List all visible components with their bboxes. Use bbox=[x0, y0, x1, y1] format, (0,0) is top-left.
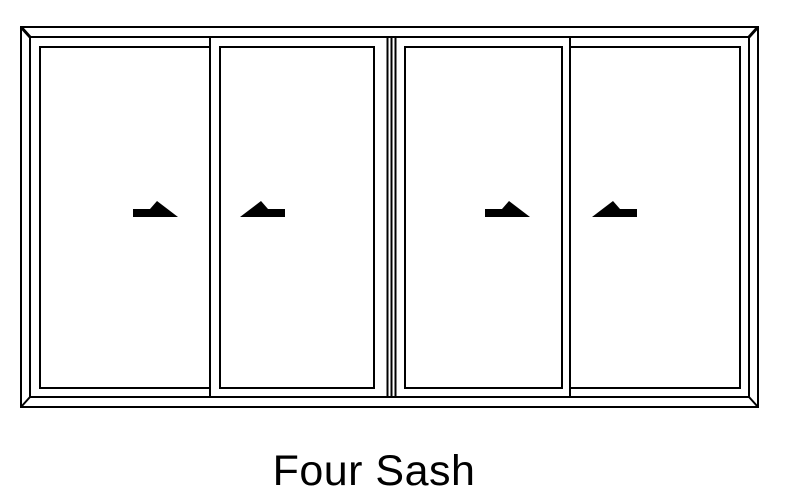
sash-panel-1 bbox=[39, 46, 211, 389]
sash-panel-2 bbox=[219, 46, 375, 389]
diagram-title: Four Sash bbox=[272, 447, 476, 495]
window-outer-frame bbox=[19, 25, 760, 408]
slide-arrow-left-icon bbox=[240, 201, 285, 217]
sash-panel-4 bbox=[569, 46, 741, 389]
center-mullion bbox=[386, 37, 397, 397]
sash-panel-3 bbox=[404, 46, 563, 389]
slide-arrow-right-icon bbox=[133, 201, 178, 217]
miter-bottom-left bbox=[20, 396, 31, 408]
miter-bottom-right bbox=[748, 396, 759, 408]
miter-top-right bbox=[747, 25, 760, 39]
slide-arrow-left-icon bbox=[592, 201, 637, 217]
miter-top-left bbox=[19, 25, 32, 39]
window-elevation-drawing bbox=[19, 25, 760, 408]
slide-arrow-right-icon bbox=[485, 201, 530, 217]
